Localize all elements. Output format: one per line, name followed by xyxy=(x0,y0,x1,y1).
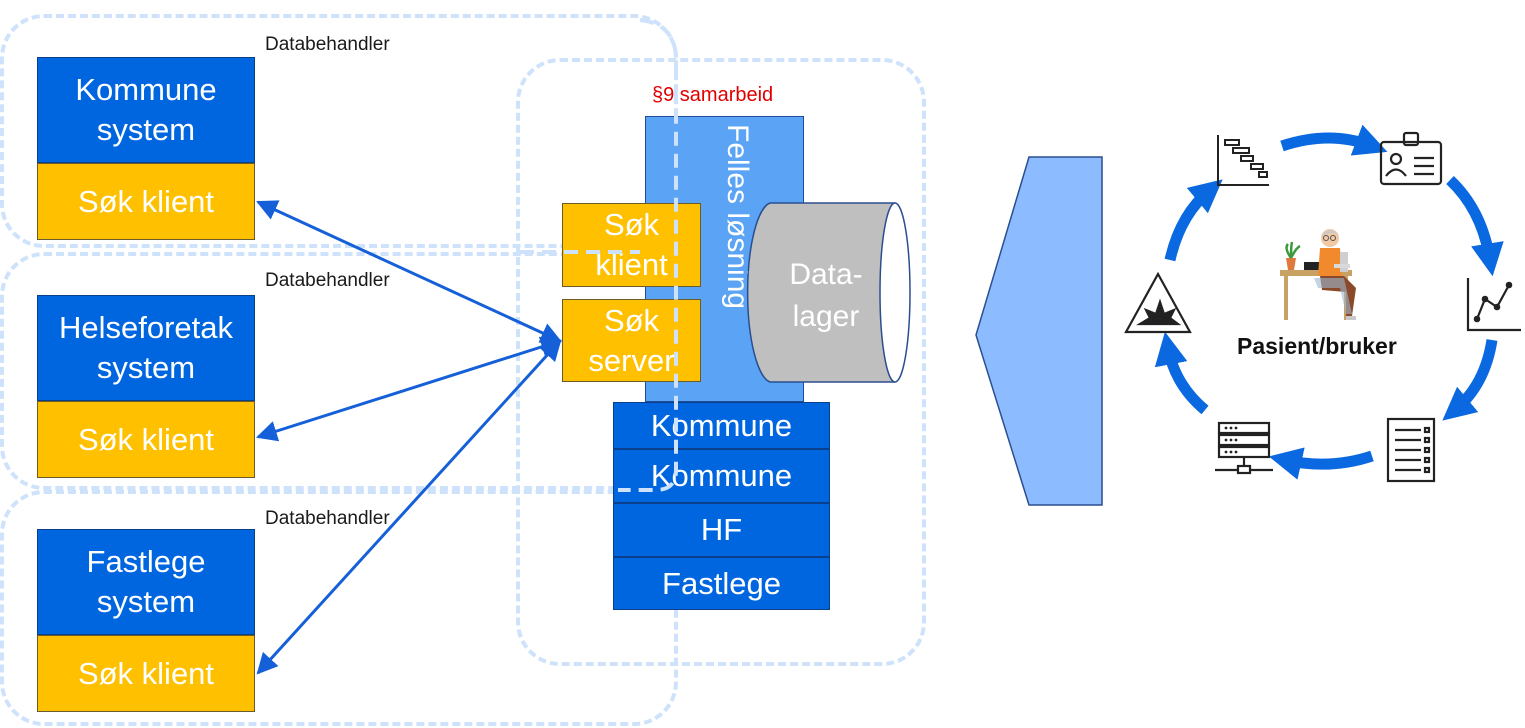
center-search-client-box: Søk klient xyxy=(562,203,701,287)
search-client-box-3: Søk klient xyxy=(37,635,255,712)
id-card-icon xyxy=(1379,131,1443,186)
processor-label-1: Databehandler xyxy=(265,34,390,55)
patient-label: Pasient/bruker xyxy=(1237,333,1397,359)
datastore-cylinder xyxy=(746,202,911,383)
search-client-box-2: Søk klient xyxy=(37,401,255,478)
fastlege-system-box: Fastlege system xyxy=(37,529,255,635)
helseforetak-system-box: Helseforetak system xyxy=(37,295,255,401)
warning-triangle-icon xyxy=(1124,271,1192,334)
tenant-row-kommune-1: Kommune xyxy=(613,402,830,449)
search-client-box-1: Søk klient xyxy=(37,163,255,240)
datastore-label: Data-lager xyxy=(789,258,863,333)
kommune-system-box: Kommune system xyxy=(37,57,255,163)
processor-label-2: Databehandler xyxy=(265,270,390,291)
patient-illustration xyxy=(1280,229,1356,320)
gantt-chart-icon xyxy=(1217,135,1269,186)
tenant-row-hf: HF xyxy=(613,503,830,557)
trapezoid-connector xyxy=(975,156,1103,506)
tenant-row-fastlege: Fastlege xyxy=(613,557,830,610)
checklist-icon xyxy=(1386,417,1436,483)
processor-label-3: Databehandler xyxy=(265,508,390,529)
cycle-ring xyxy=(1154,124,1504,480)
cooperation-label: §9 samarbeid xyxy=(652,84,774,106)
center-search-server-box: Søk server xyxy=(562,299,701,382)
line-chart-icon xyxy=(1466,278,1521,332)
server-icon xyxy=(1215,421,1273,475)
tenant-row-kommune-2: Kommune xyxy=(613,449,830,503)
